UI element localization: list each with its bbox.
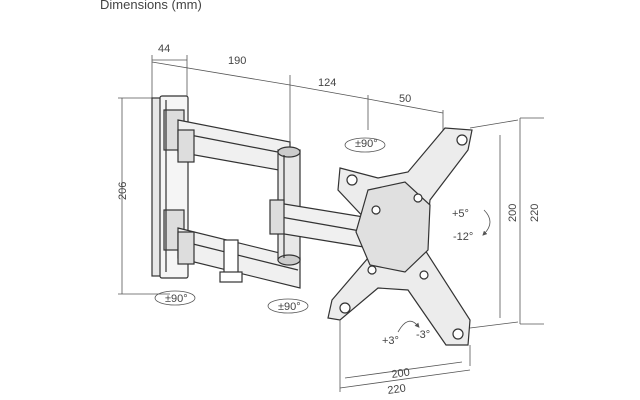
forward-arm — [269, 199, 371, 249]
swivel-top-indicator — [344, 137, 386, 153]
vesa-vertical-dimensions — [469, 117, 544, 329]
tilt-indicator — [482, 209, 491, 236]
dim-vesa-horizontal-inner: 200 — [391, 367, 411, 381]
rotate-neg-label: -3° — [416, 329, 430, 341]
vesa-plate — [327, 127, 473, 346]
rotate-pos-label: +3° — [382, 335, 399, 347]
dim-vesa-vertical-inner: 200 — [507, 204, 519, 222]
dim-height: 206 — [117, 182, 129, 200]
diagram-title: Dimensions (mm) — [100, 0, 202, 12]
top-dimension-lines — [151, 55, 444, 150]
swivel-left-label: ±90° — [165, 293, 188, 305]
tilt-down-label: -12° — [453, 231, 473, 243]
dim-vesa-horizontal-outer: 220 — [387, 383, 407, 397]
dim-arm-1: 190 — [228, 55, 246, 67]
dim-vesa-vertical-outer: 220 — [529, 204, 541, 222]
dim-depth-plate: 44 — [158, 43, 170, 55]
tilt-up-label: +5° — [452, 208, 469, 220]
lower-arm — [177, 227, 301, 289]
swivel-mid-indicator — [267, 298, 309, 314]
rotate-indicator — [397, 320, 420, 333]
swivel-top-label: ±90° — [355, 138, 378, 150]
swivel-mid-label: ±90° — [278, 301, 301, 313]
dim-arm-3: 50 — [399, 93, 411, 105]
dim-arm-2: 124 — [318, 77, 336, 89]
upper-arm — [177, 119, 291, 173]
vesa-horizontal-dimensions — [339, 320, 471, 392]
swivel-left-indicator — [154, 290, 196, 306]
